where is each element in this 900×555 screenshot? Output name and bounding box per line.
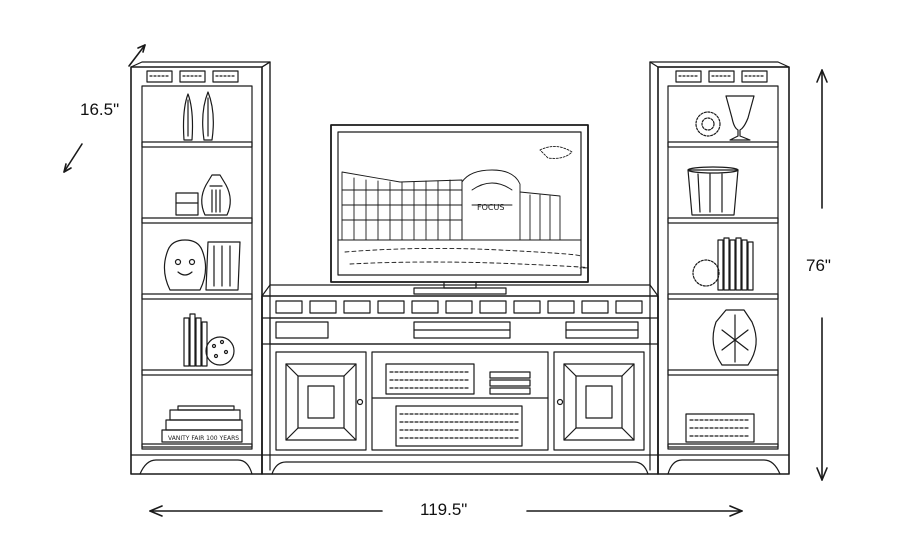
left-pier-crown-tiles — [146, 70, 239, 83]
width-dimension-label: 119.5" — [420, 500, 468, 519]
right-pier-crown-tiles — [675, 70, 768, 83]
right-pier-shelves — [667, 141, 779, 450]
console-tile-band — [275, 300, 643, 314]
tv-screen-image: FOCUS — [337, 146, 588, 269]
console-left-door — [275, 351, 367, 451]
left-pier-jar-and-urn — [163, 239, 241, 291]
console-center-bay — [371, 351, 549, 451]
width-dimension-arrows — [149, 505, 743, 517]
right-pier-vase — [712, 309, 757, 366]
console-components-top — [275, 321, 639, 339]
tv-building-sign: FOCUS — [477, 203, 504, 212]
right-pier-basket — [685, 413, 755, 443]
door-knob-icon — [556, 398, 564, 406]
left-pier-top-vases — [182, 91, 214, 141]
book-spine-text: VANITY FAIR 100 YEARS — [168, 435, 239, 442]
right-pier-bowl — [687, 166, 739, 216]
left-pier-shelves — [141, 141, 253, 450]
center-lower-basket — [395, 405, 523, 447]
bridge-back-panel — [269, 61, 651, 286]
television: FOCUS — [330, 124, 589, 295]
right-pier-coral-and-urn — [695, 95, 755, 141]
left-pier-bookcase: VANITY FAIR 100 YEARS — [130, 61, 271, 475]
right-pier-sphere-and-books — [692, 237, 754, 291]
height-dimension-arrows — [816, 69, 828, 481]
tv-console — [261, 284, 659, 475]
console-right-door — [553, 351, 645, 451]
left-pier-box-and-vase — [175, 174, 231, 216]
depth-dimension-arrows — [63, 44, 146, 173]
right-pier-bookcase — [649, 61, 790, 475]
left-pier-books-and-sphere — [183, 313, 235, 367]
door-knob-icon — [356, 398, 364, 406]
height-dimension-label: 76" — [806, 256, 831, 275]
depth-dimension-label: 16.5" — [80, 100, 120, 119]
center-basket — [385, 363, 475, 395]
left-pier-book-stack: VANITY FAIR 100 YEARS — [161, 405, 243, 443]
